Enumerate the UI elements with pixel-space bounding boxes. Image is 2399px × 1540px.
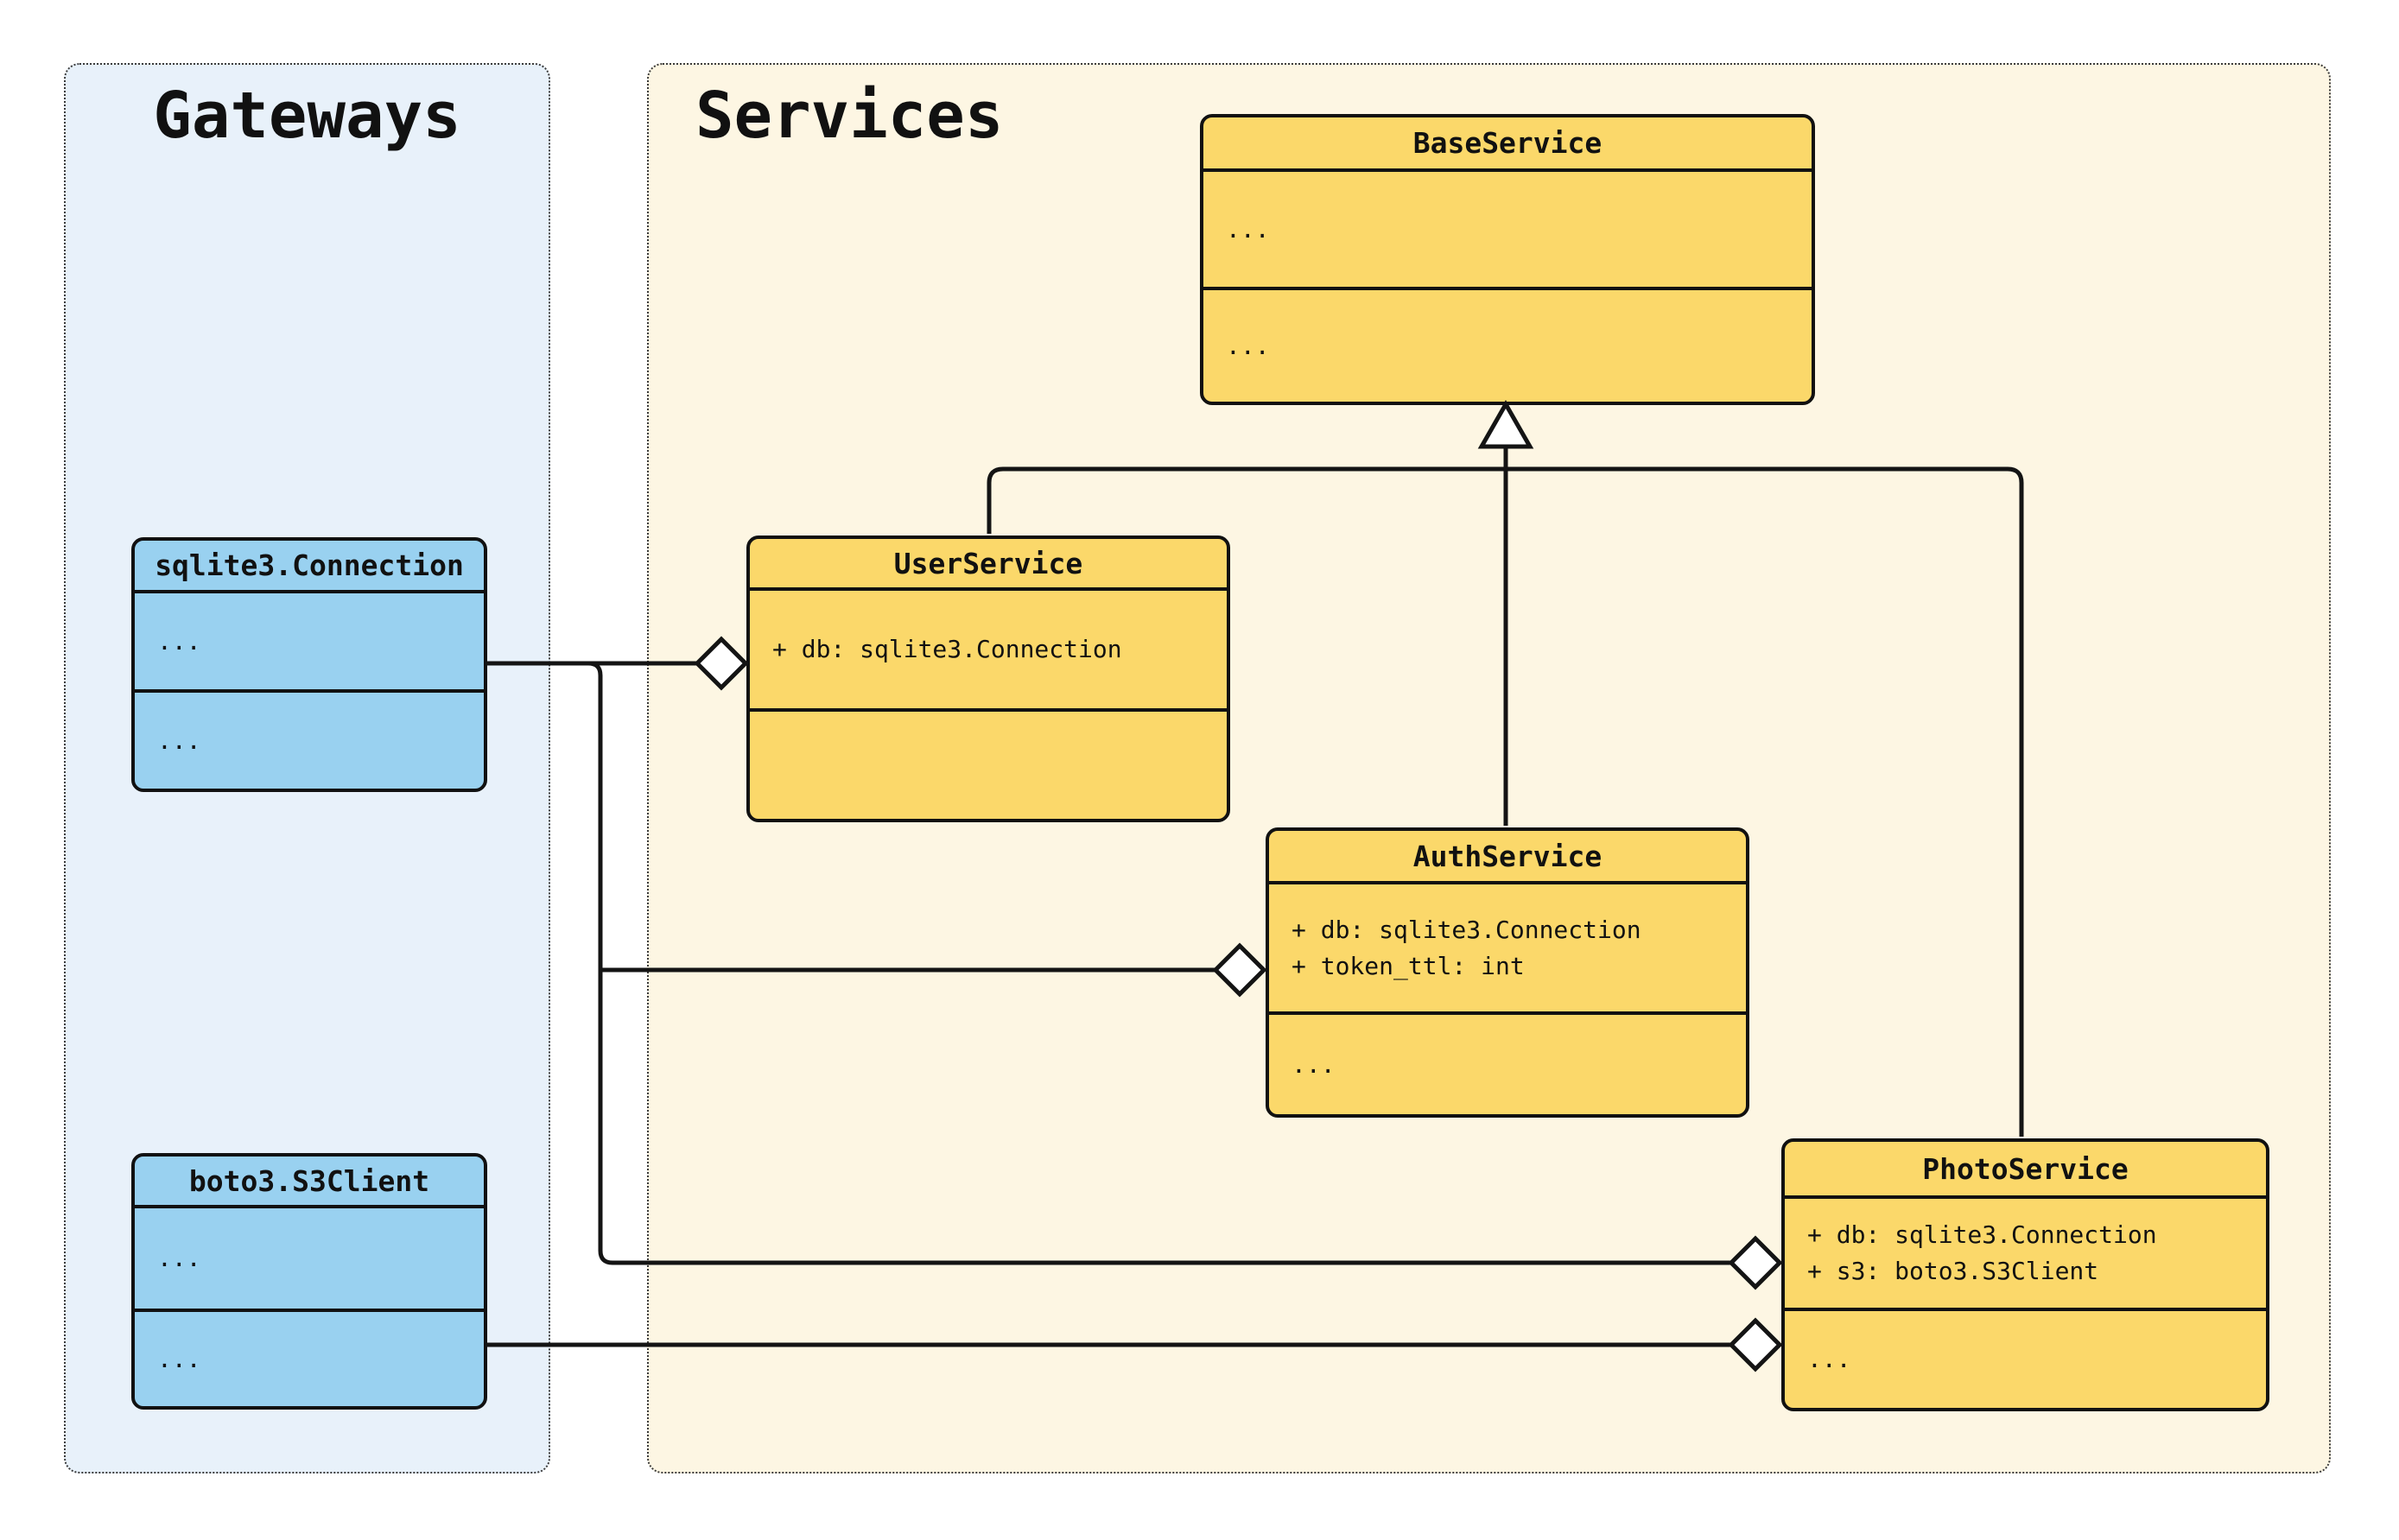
attribute-line: + token_ttl: int (1292, 951, 1525, 980)
attribute-line: + db: sqlite3.Connection (772, 635, 1122, 663)
class-name: UserService (893, 546, 1083, 580)
services-container: Services BaseService ... ... UserService… (647, 63, 2331, 1473)
attribute-line: ... (1226, 214, 1270, 244)
attribute-line: + s3: boto3.S3Client (1807, 1257, 2099, 1285)
class-boto3-s3client: boto3.S3Client ... ... (131, 1153, 487, 1410)
class-name: sqlite3.Connection (155, 548, 464, 582)
attributes-compartment: + db: sqlite3.Connection + token_ttl: in… (1269, 881, 1746, 1011)
attribute-line: ... (157, 1244, 201, 1272)
attributes-compartment: ... (1203, 168, 1812, 287)
gateways-container: Gateways sqlite3.Connection ... ... boto… (64, 63, 550, 1473)
attributes-compartment: ... (135, 590, 484, 689)
class-baseservice: BaseService ... ... (1200, 114, 1815, 405)
attributes-compartment: + db: sqlite3.Connection (750, 587, 1227, 708)
services-title: Services (695, 79, 1004, 153)
class-name: BaseService (1412, 126, 1603, 160)
class-photoservice: PhotoService + db: sqlite3.Connection + … (1781, 1138, 2269, 1411)
class-name: boto3.S3Client (188, 1163, 430, 1198)
methods-compartment: ... (135, 1309, 484, 1406)
methods-compartment: ... (135, 689, 484, 789)
class-name: AuthService (1412, 839, 1603, 873)
attributes-compartment: + db: sqlite3.Connection + s3: boto3.S3C… (1785, 1195, 2266, 1308)
class-userservice: UserService + db: sqlite3.Connection (746, 536, 1230, 822)
class-name: PhotoService (1922, 1151, 2129, 1186)
attribute-line: + db: sqlite3.Connection (1292, 915, 1641, 944)
method-line: ... (1226, 331, 1270, 360)
methods-compartment (750, 708, 1227, 819)
method-line: ... (1292, 1049, 1336, 1079)
class-sqlite3-connection: sqlite3.Connection ... ... (131, 537, 487, 792)
methods-compartment: ... (1785, 1308, 2266, 1408)
attribute-line: + db: sqlite3.Connection (1807, 1220, 2157, 1249)
attributes-compartment: ... (135, 1205, 484, 1309)
method-line: ... (157, 1344, 201, 1373)
attribute-line: ... (157, 626, 201, 656)
gateways-title: Gateways (153, 79, 461, 153)
method-line: ... (157, 726, 201, 755)
methods-compartment: ... (1269, 1011, 1746, 1114)
methods-compartment: ... (1203, 287, 1812, 402)
method-line: ... (1807, 1345, 1851, 1373)
class-authservice: AuthService + db: sqlite3.Connection + t… (1266, 827, 1749, 1118)
